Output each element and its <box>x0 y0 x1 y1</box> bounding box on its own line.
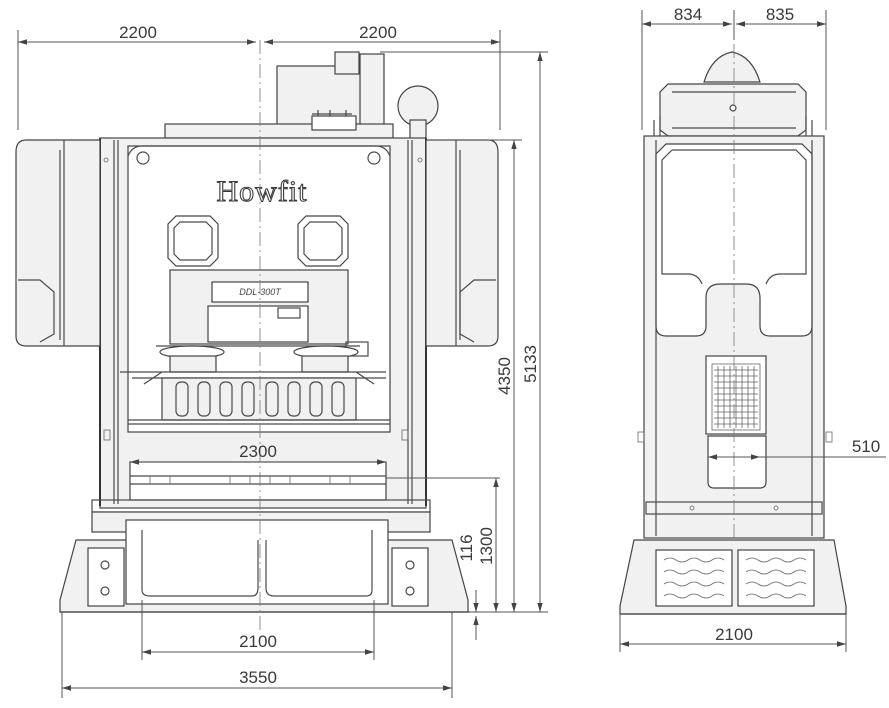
front-dimensions: 2200 2200 2300 2100 3550 5133 4350 1300 … <box>17 23 548 698</box>
slide-assembly <box>120 345 390 425</box>
brand-logo-text: Howfit <box>217 175 308 208</box>
dim-overall-height: 5133 <box>521 345 540 383</box>
dim-side-window: 510 <box>852 437 880 456</box>
dim-side-left: 834 <box>674 5 702 24</box>
side-top-housing <box>653 51 813 137</box>
dim-frame-height: 4350 <box>495 357 514 395</box>
dim-base-overall: 3550 <box>239 668 277 687</box>
side-dimensions: 834 835 510 2100 <box>619 5 886 652</box>
right-side-guard <box>425 139 499 347</box>
side-frame <box>637 135 833 539</box>
dim-side-right: 835 <box>766 5 794 24</box>
model-plate-text: DDL-300T <box>239 287 282 297</box>
dim-base-inner: 2100 <box>239 632 277 651</box>
dim-right-half: 2200 <box>359 23 397 42</box>
dim-left-half: 2200 <box>119 23 157 42</box>
side-base <box>619 539 847 615</box>
side-view <box>619 20 847 615</box>
dim-base-height: 116 <box>457 534 476 561</box>
base <box>59 519 470 613</box>
inspection-windows <box>167 215 349 267</box>
dim-bolster-height: 1300 <box>477 527 496 565</box>
front-view: Howfit DDL-300T <box>15 40 499 630</box>
motor-assembly <box>164 51 439 143</box>
left-side-guard <box>15 139 101 347</box>
dim-slide-width: 2300 <box>239 442 277 461</box>
slide-block: DDL-300T <box>169 269 369 357</box>
dim-side-base: 2100 <box>715 625 753 644</box>
